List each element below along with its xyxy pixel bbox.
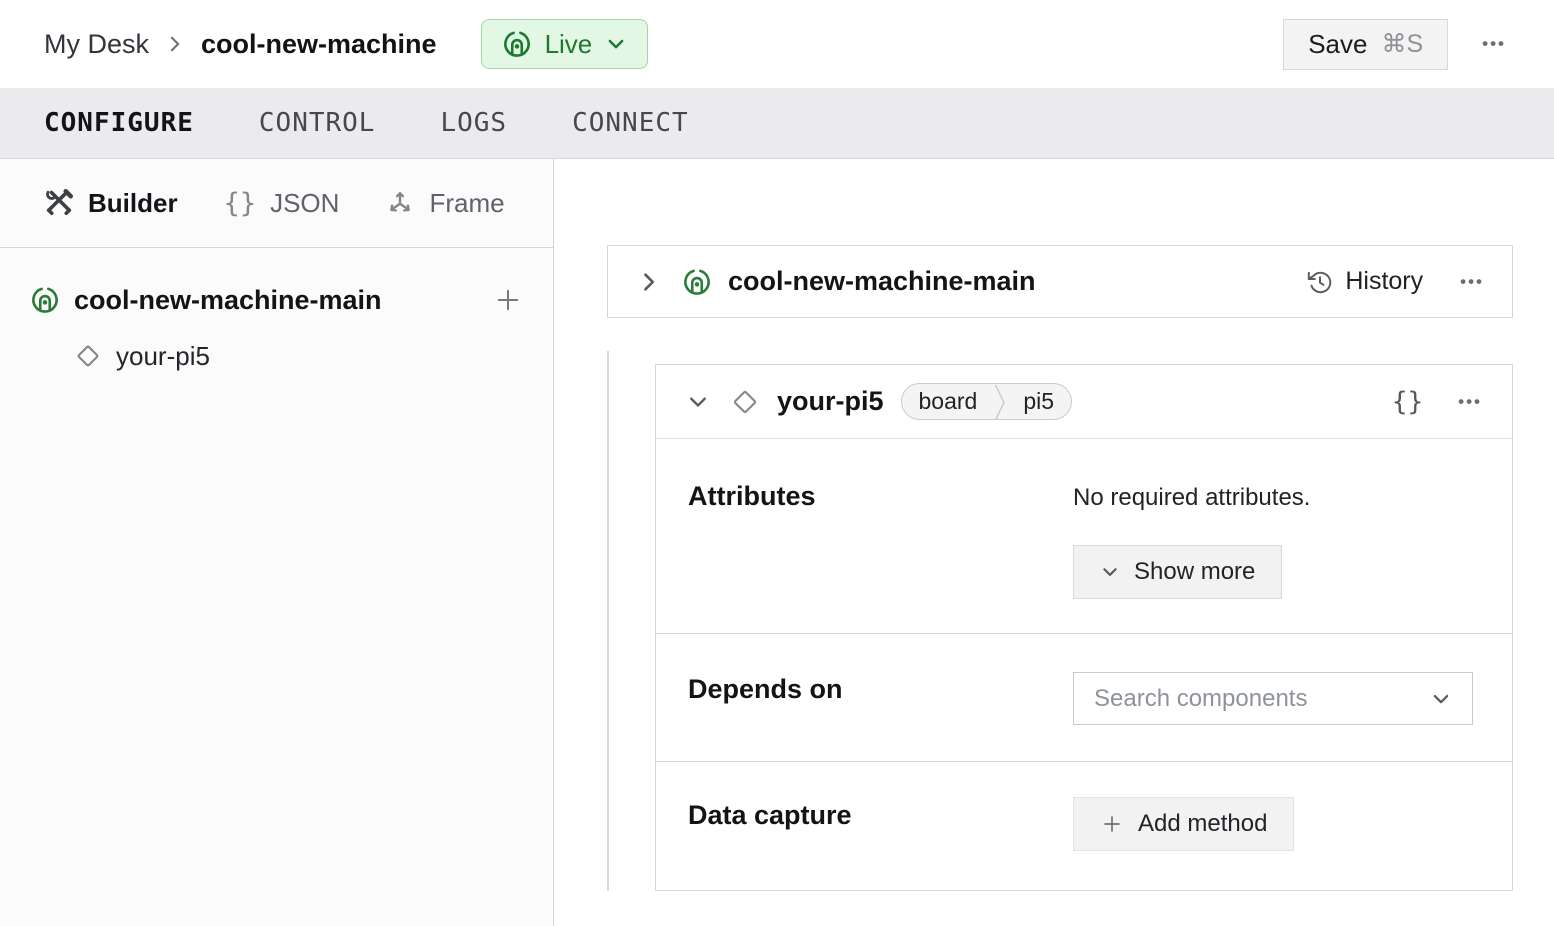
component-card-header: your-pi5 board pi5 {} •••: [656, 365, 1512, 439]
attributes-heading: Attributes: [688, 481, 816, 511]
history-button[interactable]: History: [1306, 267, 1423, 296]
component-tree: cool-new-machine-main your-pi5: [0, 248, 553, 378]
chevron-down-icon[interactable]: [686, 390, 710, 414]
plus-icon: [1100, 812, 1124, 836]
add-method-button[interactable]: Add method: [1073, 797, 1295, 851]
tab-json[interactable]: {} JSON: [224, 188, 340, 219]
component-type-badge: board pi5: [900, 383, 1073, 420]
viam-machine-icon: [30, 285, 60, 315]
component-title: your-pi5: [777, 386, 884, 416]
add-method-label: Add method: [1138, 810, 1268, 837]
header-actions: Save ⌘S •••: [1283, 18, 1506, 70]
tab-connect[interactable]: CONNECT: [572, 108, 689, 138]
machine-name-title: cool-new-machine: [201, 28, 437, 59]
viam-machine-icon: [682, 267, 712, 297]
tree-machine-label: cool-new-machine-main: [74, 284, 382, 315]
history-clock-icon: [1306, 268, 1334, 296]
chevron-down-icon: [1430, 688, 1452, 710]
live-status-dropdown[interactable]: Live: [480, 19, 649, 69]
breadcrumb-parent-link[interactable]: My Desk: [44, 28, 150, 59]
depends-on-heading: Depends on: [688, 674, 843, 704]
component-model-label: pi5: [1023, 388, 1055, 414]
config-main-panel: cool-new-machine-main History •••: [554, 159, 1554, 926]
component-card: your-pi5 board pi5 {} ••• Attributes No …: [655, 364, 1513, 891]
save-button-label: Save: [1308, 28, 1368, 59]
save-button[interactable]: Save ⌘S: [1283, 18, 1449, 70]
history-button-label: History: [1345, 267, 1424, 295]
edit-json-icon[interactable]: {}: [1391, 386, 1424, 417]
viam-logo-icon: [502, 29, 532, 59]
tab-builder-label: Builder: [88, 187, 178, 218]
header-more-menu-icon[interactable]: •••: [1482, 34, 1506, 53]
add-component-button[interactable]: [493, 285, 523, 315]
tab-frame-label: Frame: [429, 187, 505, 218]
machine-part-card: cool-new-machine-main History •••: [607, 245, 1513, 318]
config-sidebar: Builder {} JSON Frame: [0, 159, 554, 926]
breadcrumb: My Desk cool-new-machine: [44, 29, 437, 60]
live-status-label: Live: [544, 28, 593, 59]
tree-component-label: your-pi5: [116, 340, 210, 371]
diamond-component-icon: [729, 386, 761, 418]
badge-divider-icon: [994, 384, 1006, 419]
show-more-button[interactable]: Show more: [1073, 545, 1283, 599]
frame-axes-icon: [385, 188, 415, 218]
show-more-label: Show more: [1134, 558, 1256, 585]
machine-card-more-icon[interactable]: •••: [1460, 271, 1484, 291]
data-capture-section: Data capture Add method: [656, 762, 1512, 890]
depends-on-section: Depends on: [656, 634, 1512, 762]
top-header: My Desk cool-new-machine Live Save ⌘S ••…: [0, 0, 1554, 88]
chevron-down-icon: [605, 33, 627, 55]
tree-item-component[interactable]: your-pi5: [0, 334, 553, 378]
tree-item-machine[interactable]: cool-new-machine-main: [0, 278, 553, 322]
component-type-label: board: [918, 388, 978, 414]
tab-control[interactable]: CONTROL: [258, 108, 376, 138]
search-components-input[interactable]: [1094, 684, 1430, 713]
sidebar-mode-tabs: Builder {} JSON Frame: [0, 159, 553, 248]
tools-icon: [44, 188, 74, 218]
attributes-section: Attributes No required attributes. Show …: [656, 439, 1512, 634]
tab-frame[interactable]: Frame: [385, 187, 505, 219]
tab-json-label: JSON: [270, 187, 340, 218]
depends-on-select[interactable]: [1073, 672, 1473, 725]
data-capture-heading: Data capture: [688, 800, 852, 830]
chevron-right-icon[interactable]: [636, 269, 662, 295]
chevron-down-icon: [1100, 562, 1120, 582]
attributes-empty-text: No required attributes.: [1073, 484, 1311, 511]
machine-subtree: your-pi5 board pi5 {} ••• Attributes No …: [607, 351, 1513, 891]
diamond-component-icon: [73, 341, 103, 371]
tab-builder[interactable]: Builder: [44, 188, 178, 219]
tab-logs[interactable]: LOGS: [440, 108, 508, 138]
breadcrumb-separator-icon: [165, 34, 185, 54]
component-more-icon[interactable]: •••: [1458, 391, 1482, 411]
content-area: Builder {} JSON Frame: [0, 159, 1554, 926]
braces-icon: {}: [223, 187, 257, 219]
machine-part-title: cool-new-machine-main: [728, 266, 1036, 296]
machine-nav-tabbar: CONFIGURE CONTROL LOGS CONNECT: [0, 88, 1554, 159]
save-shortcut-hint: ⌘S: [1381, 30, 1424, 58]
tab-configure[interactable]: CONFIGURE: [44, 108, 194, 138]
